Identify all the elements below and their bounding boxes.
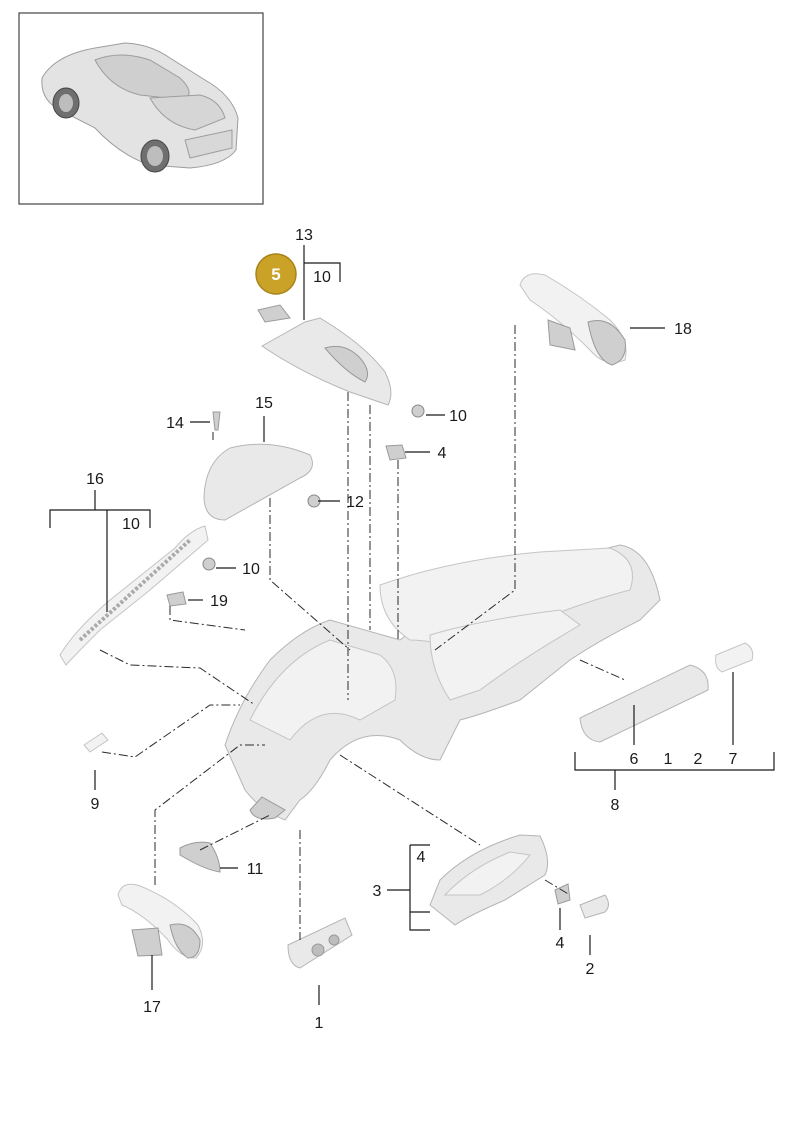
callout-10-right[interactable]: 10 bbox=[449, 408, 467, 425]
callout-2-group[interactable]: 2 bbox=[694, 751, 703, 768]
callout-4-upper[interactable]: 4 bbox=[438, 445, 447, 462]
callout-19[interactable]: 19 bbox=[210, 593, 228, 610]
car-illustration bbox=[41, 42, 239, 173]
leader-lines bbox=[49, 245, 775, 1005]
callout-3[interactable]: 3 bbox=[373, 883, 382, 900]
part-3-instrument-housing bbox=[429, 834, 609, 926]
assembly-lines bbox=[99, 325, 626, 940]
callout-16[interactable]: 16 bbox=[86, 471, 104, 488]
callout-1-lower[interactable]: 1 bbox=[315, 1015, 324, 1032]
callout-17[interactable]: 17 bbox=[143, 999, 161, 1016]
part-15-cover bbox=[203, 443, 313, 521]
callout-4-bracket[interactable]: 4 bbox=[417, 849, 426, 866]
callout-10-mid[interactable]: 10 bbox=[242, 561, 260, 578]
callout-10-left[interactable]: 10 bbox=[122, 516, 140, 533]
part-18-air-vent bbox=[519, 273, 627, 366]
highlighted-part-badge[interactable]: 5 bbox=[255, 253, 297, 295]
part-6-module bbox=[579, 642, 754, 743]
part-1-bezel bbox=[287, 917, 353, 969]
callout-1-group[interactable]: 1 bbox=[664, 751, 673, 768]
callout-9[interactable]: 9 bbox=[91, 796, 100, 813]
callout-12[interactable]: 12 bbox=[346, 494, 364, 511]
callout-18[interactable]: 18 bbox=[674, 321, 692, 338]
part-17-air-vent bbox=[117, 883, 203, 959]
callout-4-lower[interactable]: 4 bbox=[556, 935, 565, 952]
callout-labels: 13 10 18 14 15 10 4 16 10 12 10 19 9 6 1… bbox=[86, 227, 737, 1032]
callout-2-lower[interactable]: 2 bbox=[586, 961, 595, 978]
part-16-grille bbox=[59, 525, 209, 666]
callout-13[interactable]: 13 bbox=[295, 227, 313, 244]
callout-11[interactable]: 11 bbox=[247, 861, 264, 878]
badge-label: 5 bbox=[271, 265, 280, 284]
part-11-cap bbox=[179, 841, 221, 873]
part-9-clip bbox=[83, 732, 109, 753]
callout-7[interactable]: 7 bbox=[729, 751, 738, 768]
dashboard-carrier bbox=[224, 544, 661, 821]
callout-14[interactable]: 14 bbox=[166, 415, 184, 432]
badge-circle bbox=[255, 253, 297, 295]
callout-6[interactable]: 6 bbox=[630, 751, 639, 768]
callout-10-top[interactable]: 10 bbox=[313, 269, 331, 286]
callout-15[interactable]: 15 bbox=[255, 395, 273, 412]
callout-8[interactable]: 8 bbox=[611, 797, 620, 814]
fasteners bbox=[166, 404, 425, 607]
vehicle-thumbnail bbox=[18, 12, 264, 205]
part-13-housing bbox=[257, 304, 392, 406]
